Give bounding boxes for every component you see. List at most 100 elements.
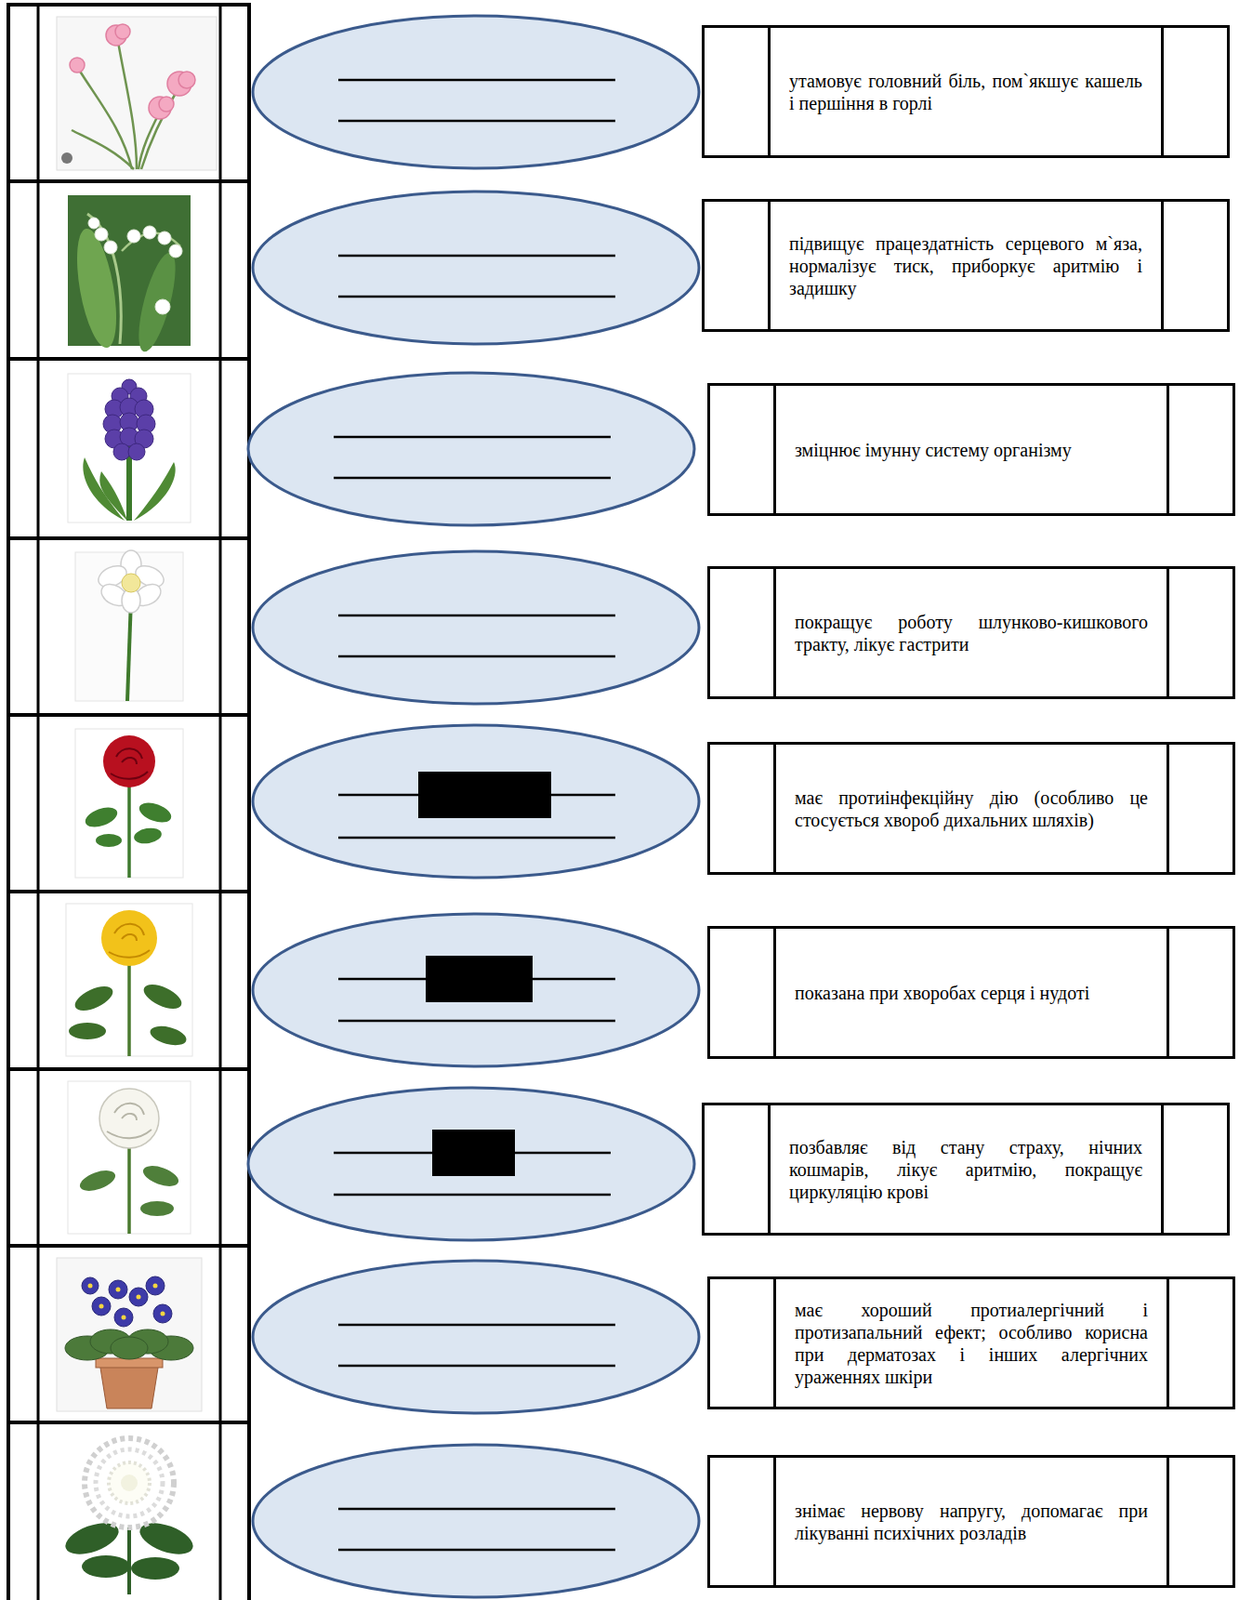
- illustration-part: [252, 1444, 699, 1597]
- illustration-part: [248, 1087, 695, 1240]
- illustration-part: [140, 1161, 182, 1191]
- illustration-part: [88, 217, 183, 315]
- illustration-part: [56, 1257, 202, 1411]
- hyacinth-picture: [67, 373, 191, 523]
- illustration-part: [108, 1279, 128, 1299]
- illustration-part: [68, 979, 189, 1049]
- description-text: зміцнює імунну систему організму: [776, 438, 1167, 462]
- divider-line: [1160, 201, 1164, 330]
- illustration-part: [252, 551, 699, 704]
- description-text: показана при хворобах серця і нудоті: [776, 981, 1167, 1004]
- illustration-part: [84, 1437, 174, 1528]
- illustration-part: [338, 1548, 616, 1552]
- illustration-part: [248, 1087, 695, 1240]
- illustration-part: [8, 356, 250, 361]
- illustration-part: [65, 1329, 194, 1360]
- illustration-part: [155, 299, 171, 315]
- daffodil-picture: [75, 550, 184, 701]
- illustration-part: [145, 1276, 165, 1295]
- illustration-part: [136, 798, 174, 826]
- illustration-part: [127, 1138, 132, 1234]
- illustration-part: [71, 981, 117, 1016]
- illustration-part: [252, 913, 699, 1067]
- illustration-part: [81, 1276, 172, 1327]
- illustration-part: [69, 24, 196, 119]
- illustration-part: [338, 836, 616, 840]
- illustration-part: [121, 1315, 127, 1320]
- illustration-part: [65, 903, 193, 1056]
- illustration-part: [338, 254, 616, 258]
- illustration-part: [61, 152, 73, 164]
- illustration-part: [8, 1243, 250, 1248]
- illustration-part: [95, 833, 122, 847]
- illustration-part: [143, 225, 157, 239]
- illustration-part: [8, 1067, 250, 1071]
- illustration-part: [71, 41, 179, 170]
- red-rose-picture: [75, 728, 184, 878]
- illustration-part: [338, 295, 616, 299]
- illustration-part: [338, 119, 616, 123]
- illustration-part: [140, 1200, 174, 1216]
- divider-line: [767, 1105, 771, 1233]
- illustration-part: [252, 551, 699, 704]
- description-text: має протиінфекційну дію (особливо це сто…: [776, 786, 1167, 831]
- illustration-part: [87, 213, 121, 344]
- divider-line: [1166, 1278, 1170, 1407]
- illustration-part: [338, 1507, 616, 1511]
- divider-line: [1166, 1457, 1170, 1585]
- illustration-part: [131, 1556, 180, 1580]
- description-box: утамовує головний біль, пом`якшує кашель…: [701, 25, 1230, 159]
- divider-line: [773, 385, 777, 514]
- illustration-part: [136, 1294, 142, 1300]
- illustration-part: [82, 443, 175, 521]
- illustration-part: [147, 1022, 188, 1049]
- divider-line: [773, 928, 777, 1056]
- illustration-part: [82, 798, 174, 847]
- illustration-part: [8, 889, 250, 894]
- illustration-part: [108, 949, 150, 958]
- illustration-part: [71, 130, 134, 170]
- description-box: позбавляє від стану страху, нічних кошма…: [701, 1102, 1230, 1236]
- illustration-part: [69, 225, 124, 351]
- illustration-part: [252, 1260, 699, 1413]
- illustration-part: [252, 191, 699, 344]
- divider-line: [767, 27, 771, 156]
- illustration-part: [248, 372, 695, 526]
- illustration-part: [252, 1444, 699, 1597]
- illustration-part: [106, 1129, 152, 1138]
- illustration-part: [103, 735, 156, 788]
- illustration-part: [67, 1080, 191, 1234]
- illustration-part: [338, 1019, 616, 1023]
- divider-line: [773, 744, 777, 872]
- illustration-part: [160, 1311, 166, 1317]
- illustration-part: [338, 614, 616, 618]
- illustration-part: [81, 1555, 131, 1578]
- description-box: підвищує працездатність серцевого м`яза,…: [701, 198, 1230, 332]
- illustration-part: [94, 227, 108, 241]
- description-box: показана при хворобах серця і нудоті: [707, 925, 1236, 1059]
- illustration-part: [141, 88, 179, 170]
- description-box: має хороший протиалергічний і протизапал…: [707, 1276, 1236, 1410]
- illustration-part: [8, 536, 250, 541]
- illustration-part: [127, 598, 132, 701]
- illustration-part: [121, 757, 137, 765]
- lily-of-the-valley-picture: [67, 195, 191, 356]
- illustration-part: [114, 1307, 133, 1327]
- white-rose-picture: [67, 1080, 191, 1234]
- illustration-part: [8, 179, 250, 184]
- illustration-part: [252, 724, 699, 878]
- illustration-part: [37, 4, 40, 1600]
- illustration-part: [333, 476, 611, 480]
- illustration-part: [121, 1113, 137, 1121]
- description-box: зміцнює імунну систему організму: [707, 382, 1236, 516]
- violet-picture: [56, 1257, 202, 1411]
- illustration-part: [338, 79, 616, 82]
- divider-line: [1166, 928, 1170, 1056]
- carnation-picture: [56, 16, 217, 171]
- divider-line: [1166, 568, 1170, 697]
- illustration-part: [333, 1193, 611, 1197]
- illustration-part: [153, 1304, 172, 1323]
- illustration-part: [56, 16, 217, 171]
- description-box: покращує роботу шлунково-кишкового тракт…: [707, 566, 1236, 699]
- illustration-part: [67, 373, 191, 523]
